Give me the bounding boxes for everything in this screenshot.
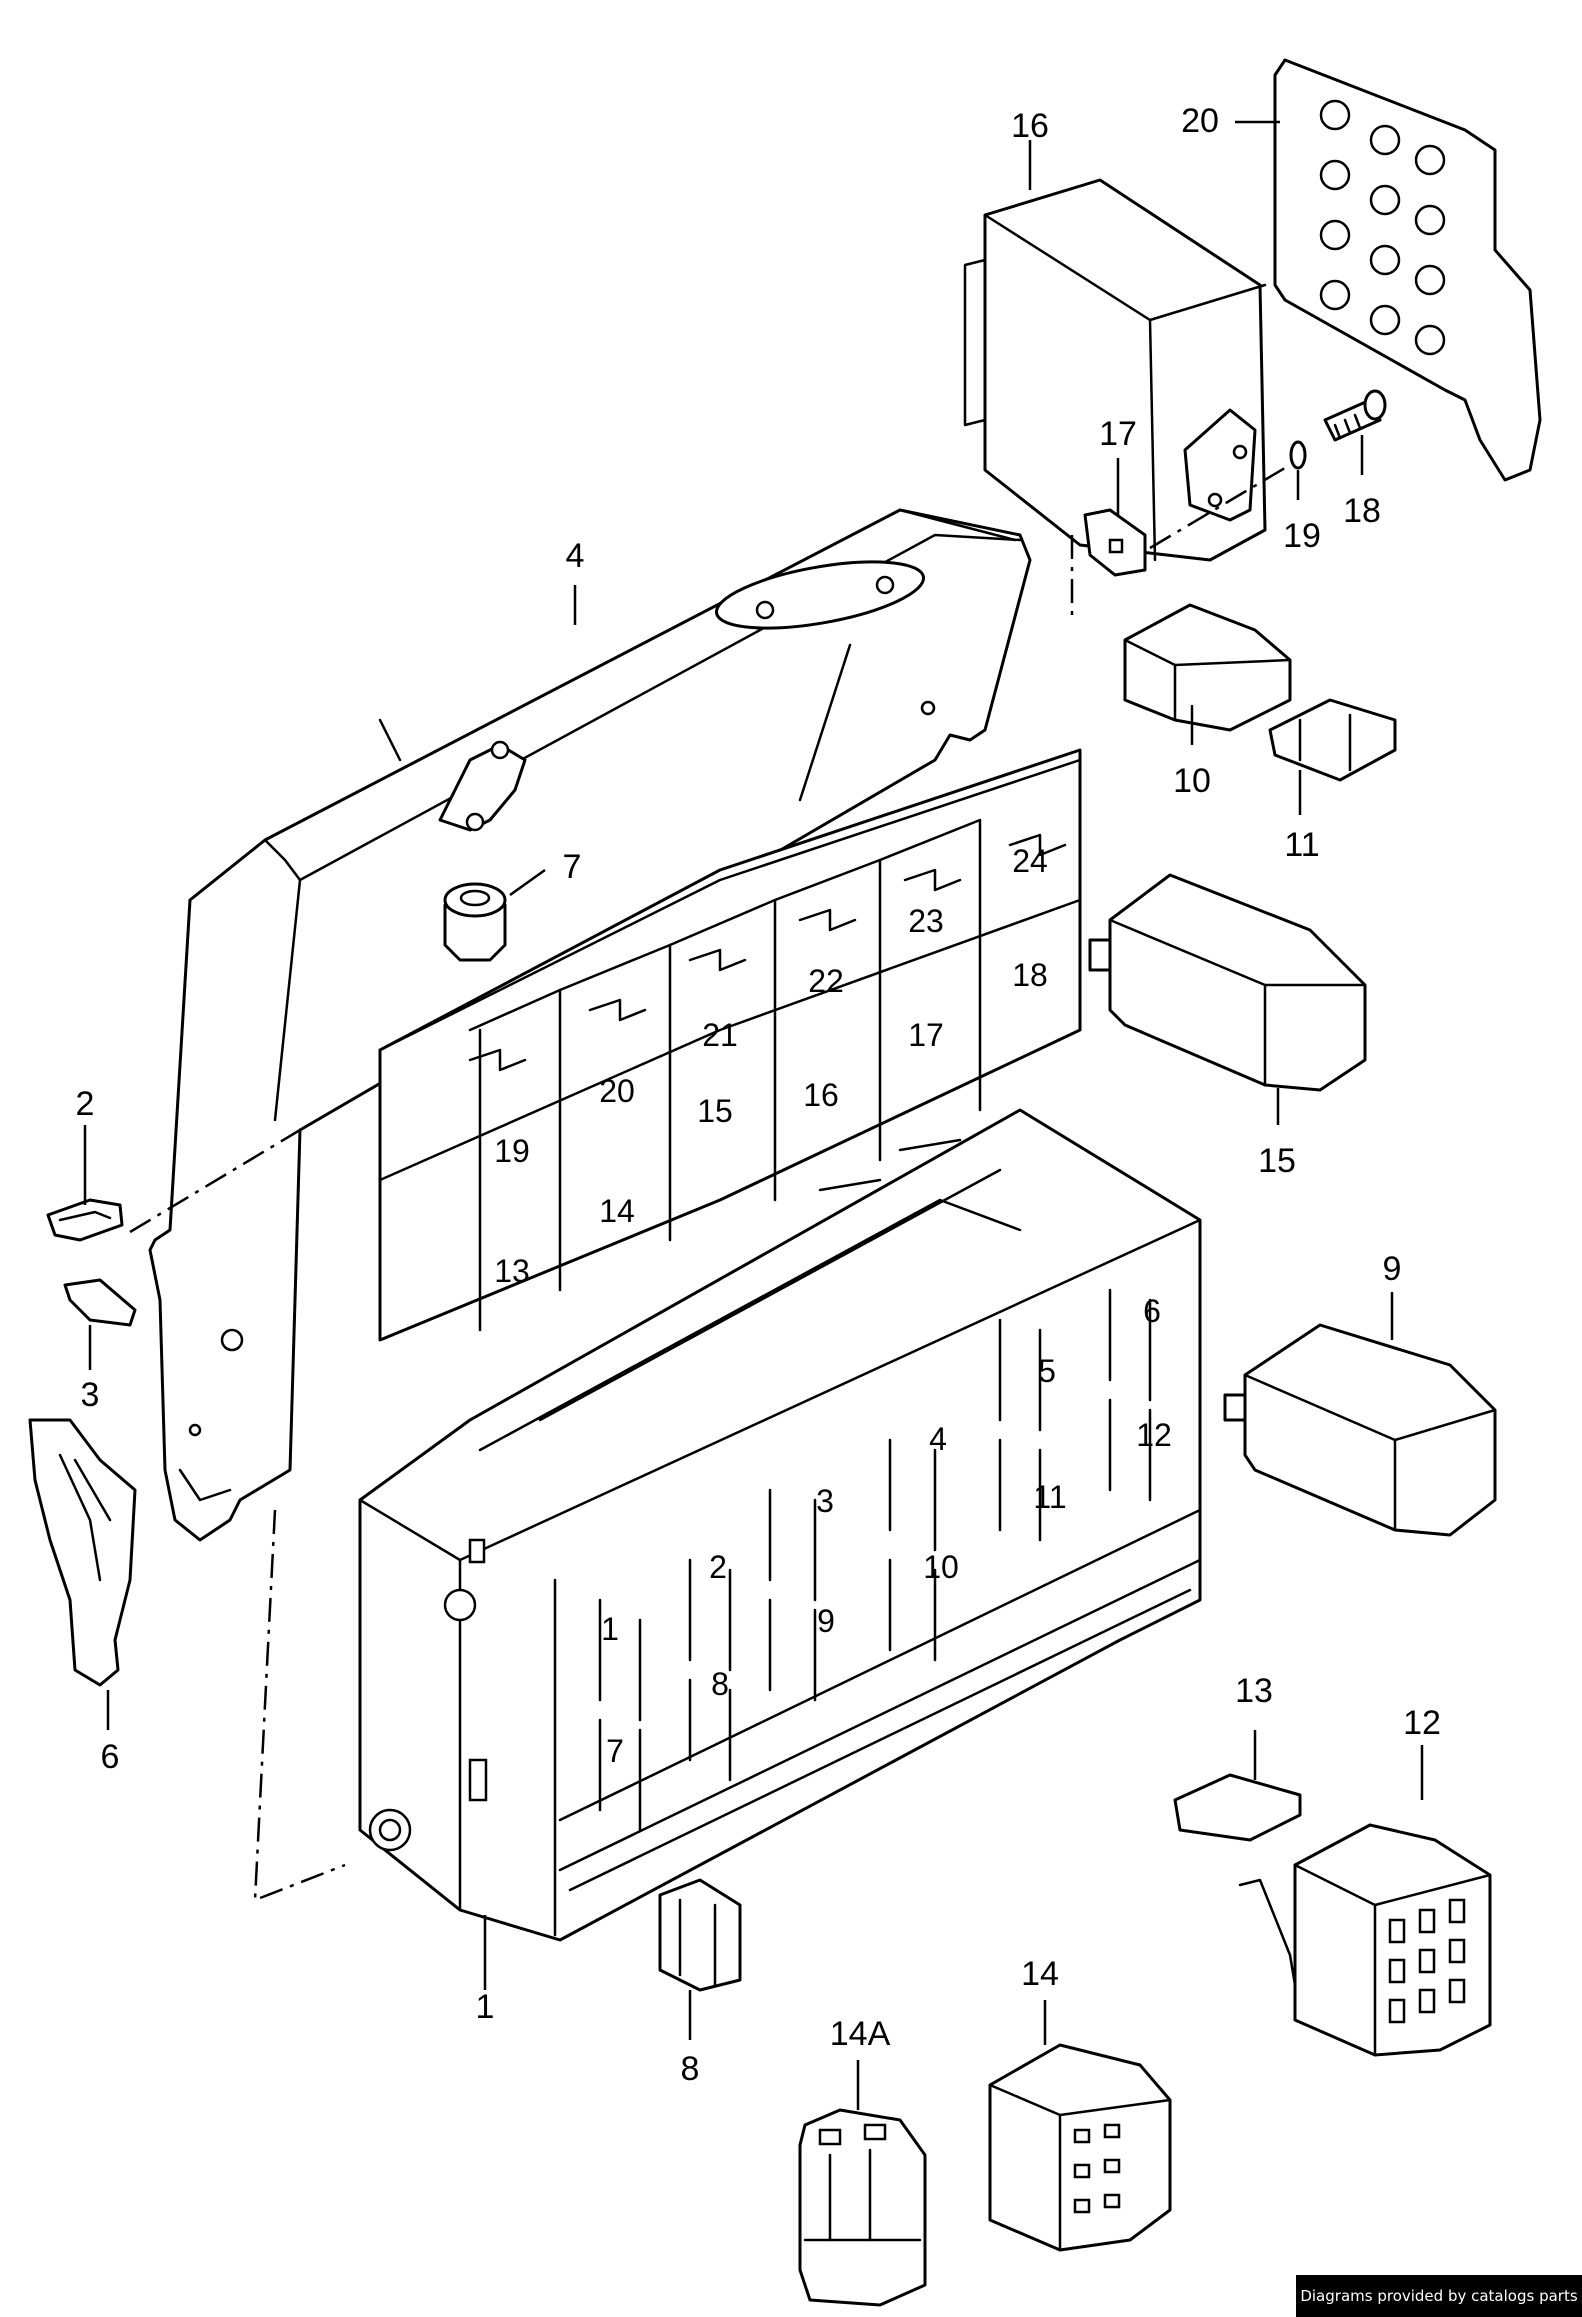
- callout-part-16: 16: [1011, 107, 1049, 145]
- callout-part-17: 17: [1099, 415, 1137, 453]
- relay-plate: [378, 748, 1082, 1342]
- credit-text: Diagrams provided by catalogs parts: [1300, 2287, 1578, 2305]
- relay-part-15: [1088, 873, 1367, 1092]
- callout-part-3: 3: [81, 1376, 100, 1414]
- central-electrics-carrier-part-1: [358, 1108, 1202, 1942]
- fuse-clip-part-13: [1173, 1773, 1302, 1842]
- leader-lines: [83, 120, 1424, 2110]
- relay-slot-18: 18: [1012, 957, 1048, 993]
- cover-plate-part-20: [1273, 58, 1542, 482]
- fuse-slot-11: 11: [1033, 1479, 1066, 1515]
- fuse-slot-1: 1: [601, 1611, 619, 1647]
- relay-slot-22: 22: [808, 963, 844, 999]
- relay-slot-20: 20: [599, 1073, 635, 1109]
- callout-part-4: 4: [566, 537, 585, 575]
- plug-part-11: [1268, 698, 1397, 782]
- callout-part-6: 6: [101, 1738, 120, 1776]
- relay-slot-14: 14: [599, 1193, 635, 1229]
- fuse-slot-7: 7: [606, 1733, 624, 1769]
- callout-part-20: 20: [1181, 102, 1219, 140]
- callout-part-9: 9: [1383, 1250, 1402, 1288]
- fuse-slot-9: 9: [817, 1603, 835, 1639]
- nut-part-7: [443, 882, 507, 962]
- fuse-slot-10: 10: [923, 1549, 959, 1585]
- relay-slot-13: 13: [494, 1253, 530, 1289]
- relay-part-9: [1223, 1323, 1497, 1537]
- credit-bar: Diagrams provided by catalogs parts: [1296, 2275, 1582, 2317]
- bracket-clip-part-6: [28, 1418, 137, 1687]
- callout-part-19: 19: [1283, 517, 1321, 555]
- fuse-slot-5: 5: [1038, 1353, 1056, 1389]
- relay-slot-19: 19: [494, 1133, 530, 1169]
- relay-slot-24: 24: [1012, 843, 1048, 879]
- fuse-slot-8: 8: [711, 1666, 729, 1702]
- bracket-part-17: [1083, 508, 1147, 577]
- screw-part-18: [1323, 389, 1387, 442]
- washer-part-19: [1289, 440, 1307, 470]
- fuse-holder-part-14a: [798, 2108, 927, 2307]
- callout-part-14a: 14A: [830, 2015, 891, 2053]
- relay-socket-part-10: [1123, 603, 1292, 732]
- callout-part-11: 11: [1284, 826, 1319, 864]
- fuse-slot-3: 3: [816, 1483, 834, 1519]
- relay-slot-21: 21: [702, 1017, 738, 1053]
- clip-part-2: [46, 1198, 124, 1242]
- relay-socket-part-14: [988, 2043, 1172, 2252]
- relay-slot-23: 23: [908, 903, 944, 939]
- relay-slot-15: 15: [697, 1093, 733, 1129]
- callout-part-10: 10: [1173, 762, 1211, 800]
- callout-part-14: 14: [1021, 1955, 1059, 1993]
- fuse-part-8: [658, 1878, 742, 1992]
- fuse-slot-12: 12: [1136, 1417, 1172, 1453]
- relay-slot-17: 17: [908, 1017, 944, 1053]
- callout-part-13: 13: [1235, 1672, 1273, 1710]
- callout-part-12: 12: [1403, 1704, 1441, 1742]
- callout-part-8: 8: [681, 2050, 700, 2088]
- callout-part-15: 15: [1258, 1142, 1296, 1180]
- clip-part-3: [63, 1278, 137, 1327]
- alignment-lines: [129, 463, 1291, 1902]
- callout-part-1: 1: [476, 1988, 495, 2026]
- fuse-slot-4: 4: [929, 1421, 947, 1457]
- mounting-bracket-part-4: [148, 508, 1032, 1542]
- callout-part-18: 18: [1343, 492, 1381, 530]
- fuse-slot-2: 2: [709, 1549, 727, 1585]
- relay-slot-16: 16: [803, 1077, 839, 1113]
- callout-part-2: 2: [76, 1085, 95, 1123]
- fuse-slot-6: 6: [1143, 1293, 1161, 1329]
- control-unit-part-16: [963, 178, 1267, 562]
- callout-part-7: 7: [563, 848, 582, 886]
- connector-part-12: [1238, 1823, 1492, 2057]
